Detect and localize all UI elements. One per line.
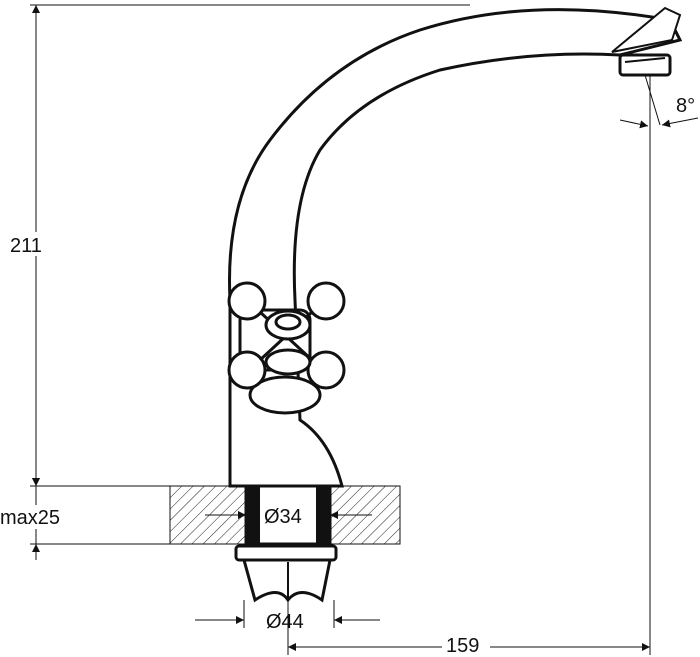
dimension-spout-angle: 8°: [619, 74, 699, 129]
dim-inner-diameter-label: Ø34: [264, 506, 302, 528]
dimension-max-thickness: max25: [0, 470, 74, 560]
dimension-outer-diameter: Ø44: [195, 600, 380, 633]
dimension-height: 211: [8, 4, 470, 486]
dim-reach-label: 159: [446, 635, 479, 657]
dim-max-thickness-label: max25: [0, 507, 60, 529]
valve-handles: [227, 281, 346, 415]
faucet-body: [228, 6, 683, 488]
dimension-reach: 159: [287, 75, 651, 657]
dimension-inner-diameter: Ø34: [205, 502, 372, 528]
handle-knob-bottom-right: [306, 350, 346, 390]
handle-knob-top-right: [306, 281, 346, 321]
dim-outer-diameter-label: Ø44: [266, 611, 304, 633]
dim-height-label: 211: [10, 235, 42, 257]
mounting-nut: [234, 544, 338, 603]
handle-knob-bottom-left: [227, 350, 267, 390]
dim-spout-angle-label: 8°: [676, 95, 695, 117]
handle-knob-top-left: [227, 281, 267, 321]
